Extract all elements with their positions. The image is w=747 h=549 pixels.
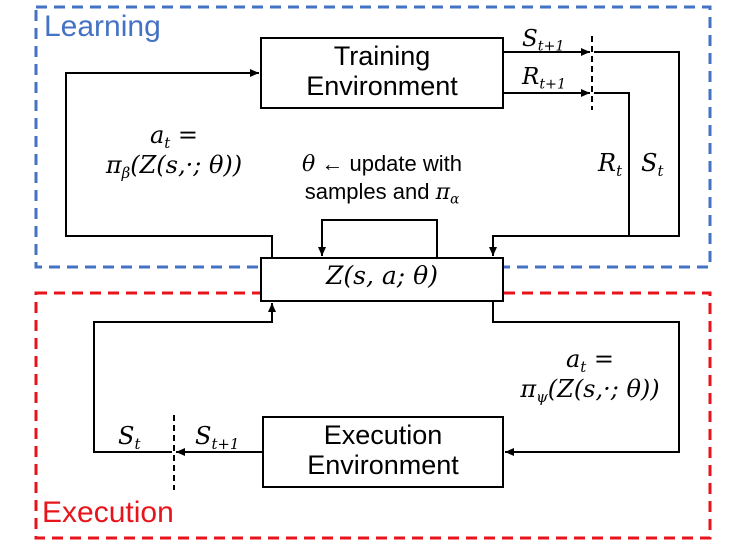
r-next-train-sub: t+1 (539, 76, 567, 93)
update-label: θ ← update with samples and πα (282, 150, 482, 208)
s-t-train-sub: t (657, 161, 664, 180)
r-t-label: Rt (598, 149, 623, 180)
exec-action-pi: π (520, 374, 537, 403)
learning-action-pi: π (105, 150, 122, 179)
r-t-symbol: R (598, 149, 617, 177)
s-t-exec-symbol: S (118, 422, 135, 450)
learning-action-a: a (149, 121, 165, 149)
s-t-exec-label: St (118, 422, 141, 453)
exec-action-pi-sub: ψ (536, 387, 548, 406)
execution-region-border (34, 291, 712, 540)
exec-action-a-sub: t (580, 357, 587, 376)
update-theta: θ (302, 152, 316, 177)
exec-action-a: a (565, 345, 581, 373)
s-next-train-label: St+1 (522, 26, 565, 55)
execution-region-label: Execution (42, 496, 174, 529)
s-t-exec-sub: t (134, 434, 141, 453)
s-t-exec-arrow (93, 303, 276, 453)
exec-action-rest: (Z(s,·; θ)) (547, 374, 660, 403)
s-next-train-sub: t+1 (537, 38, 565, 55)
s-t-train-line (594, 51, 680, 237)
execution-environment-box (262, 416, 504, 488)
model-box (260, 257, 504, 302)
learning-action-pi-sub: β (121, 163, 131, 182)
exec-action-label: at = πψ(Z(s,·; θ)) (520, 345, 660, 406)
s-next-exec-sub: t+1 (211, 434, 240, 453)
update-line2-text: samples and (304, 178, 436, 204)
exec-action-arrow (492, 302, 680, 456)
r-next-train-symbol: R (522, 64, 540, 90)
s-next-train-symbol: S (522, 26, 538, 52)
learning-action-arrow (65, 69, 273, 257)
update-loop-arrow (318, 219, 438, 257)
s-next-exec-symbol: S (195, 422, 212, 450)
r-t-sub: t (616, 161, 623, 180)
execution-environment-label: Execution Environment (263, 420, 503, 480)
execution-line1: Execution (323, 420, 443, 450)
training-line1: Training (333, 41, 431, 71)
update-line1-text: ← update with (315, 151, 462, 176)
learning-action-label: at = πβ(Z(s,·; θ)) (104, 121, 244, 182)
training-line2: Environment (306, 70, 458, 101)
exec-action-eq: = (586, 345, 615, 373)
learning-region-label: Learning (44, 10, 161, 43)
training-environment-box (260, 37, 504, 109)
learning-action-eq: = (170, 121, 199, 149)
s-t-train-symbol: S (641, 149, 658, 177)
s-t-train-label: St (641, 149, 664, 180)
learning-action-rest: (Z(s,·; θ)) (130, 150, 243, 179)
r-next-train-label: Rt+1 (522, 64, 566, 93)
s-next-exec-label: St+1 (195, 422, 240, 453)
update-pi: π (435, 179, 451, 205)
update-pi-sub: α (450, 190, 460, 207)
model-label: Z(s, a; θ) (261, 261, 503, 291)
learning-action-a-sub: t (164, 133, 171, 152)
training-environment-label: Training Environment (261, 41, 503, 101)
model-formula: Z(s, a; θ) (326, 261, 438, 290)
execution-line2: Environment (307, 449, 459, 480)
